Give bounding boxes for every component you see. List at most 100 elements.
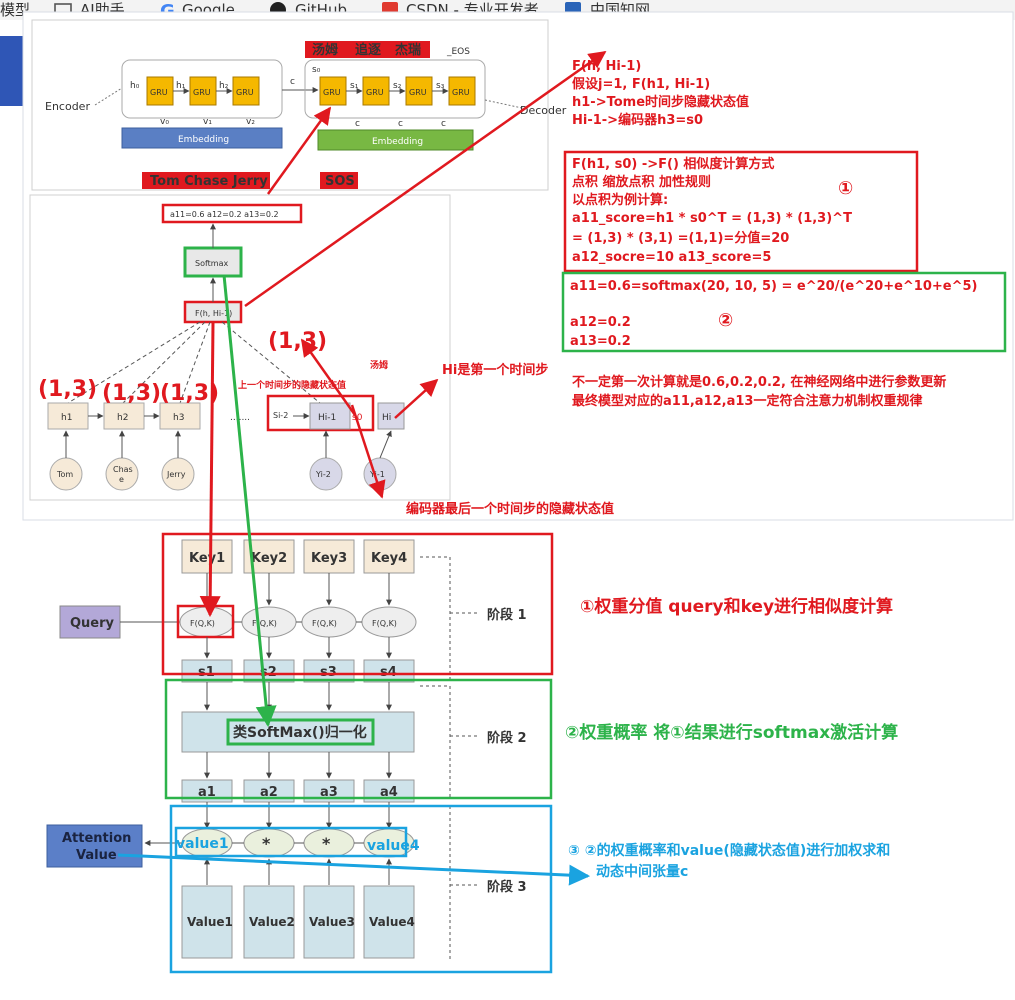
svg-text:①: ① xyxy=(838,178,853,199)
svg-text:_EOS: _EOS xyxy=(446,47,470,57)
svg-text:以点积为例计算:: 以点积为例计算: xyxy=(572,192,668,208)
svg-text:Chas: Chas xyxy=(113,465,133,474)
svg-text:= (1,3) * (3,1) =(1,1)=分值=20: = (1,3) * (3,1) =(1,1)=分值=20 xyxy=(572,230,789,246)
svg-text:a2: a2 xyxy=(260,785,278,800)
svg-text:Hi: Hi xyxy=(382,413,391,423)
decoder-label: Decoder xyxy=(520,104,567,117)
note-box-2 xyxy=(561,271,1007,353)
svg-text:Softmax: Softmax xyxy=(195,259,228,268)
svg-text:a3: a3 xyxy=(320,785,338,800)
svg-text:汤姆: 汤姆 xyxy=(312,42,338,58)
note-box-1 xyxy=(563,150,919,273)
svg-text:阶段 2: 阶段 2 xyxy=(487,730,527,746)
svg-text:GRU: GRU xyxy=(409,88,427,97)
weights-box xyxy=(161,203,303,224)
h3-node xyxy=(159,402,201,430)
svg-text:Embedding: Embedding xyxy=(372,137,423,147)
svg-text:Key4: Key4 xyxy=(371,551,407,566)
svg-text:Query: Query xyxy=(70,616,115,631)
svg-text:h1->Tome时间步隐藏状态值: h1->Tome时间步隐藏状态值 xyxy=(572,94,749,110)
svg-text:s₁: s₁ xyxy=(350,81,359,91)
notes: F(h, Hi-1) 假设j=1, F(h1, Hi-1) h1->Tome时间… xyxy=(406,59,1007,517)
svg-text:h1: h1 xyxy=(61,413,72,423)
stage3-desc-2: 动态中间张量c xyxy=(596,863,688,880)
svg-text:(1,3): (1,3) xyxy=(160,381,219,406)
svg-text:c: c xyxy=(441,119,446,129)
svg-text:追逐: 追逐 xyxy=(355,42,381,58)
stage2-frame xyxy=(164,678,553,800)
svg-text:GRU: GRU xyxy=(150,88,168,97)
svg-text:SOS: SOS xyxy=(325,174,355,189)
input-words-box xyxy=(142,172,270,189)
svg-text:v₀: v₀ xyxy=(160,117,169,127)
hi1-node xyxy=(309,402,351,430)
svg-text:a11=0.6=softmax(20, 10, 5) = e: a11=0.6=softmax(20, 10, 5) = e^20/(e^20+… xyxy=(570,279,977,294)
stage1-frame xyxy=(161,532,554,676)
output-words-box xyxy=(305,41,430,58)
svg-text:c: c xyxy=(355,119,360,129)
svg-text:Yi-1: Yi-1 xyxy=(369,470,385,479)
svg-text:s₃: s₃ xyxy=(436,81,445,91)
svg-text:F(Q,K): F(Q,K) xyxy=(372,619,397,628)
svg-text:Tom: Tom xyxy=(56,470,73,479)
svg-text:h₀: h₀ xyxy=(130,81,140,91)
h1-node xyxy=(47,402,89,430)
svg-text:h₁: h₁ xyxy=(176,81,186,91)
svg-text:value1: value1 xyxy=(176,836,229,852)
svg-text:.......: ....... xyxy=(230,413,250,423)
svg-text:Key1: Key1 xyxy=(189,551,225,566)
svg-text:编码器最后一个时间步的隐藏状态值: 编码器最后一个时间步的隐藏状态值 xyxy=(406,501,614,517)
svg-text:F(Q,K): F(Q,K) xyxy=(190,619,215,628)
svg-text:*: * xyxy=(262,834,271,853)
svg-text:Value1: Value1 xyxy=(187,915,233,929)
svg-text:s₀: s₀ xyxy=(312,65,321,75)
encoder-embedding xyxy=(121,127,283,149)
svg-text:value4: value4 xyxy=(367,838,420,854)
svg-text:Embedding: Embedding xyxy=(178,135,229,145)
svg-text:F(Q,K): F(Q,K) xyxy=(312,619,337,628)
svg-text:类SoftMax()归一化: 类SoftMax()归一化 xyxy=(233,724,367,741)
encoder-label: Encoder xyxy=(45,100,90,113)
svg-text:F(Q,K): F(Q,K) xyxy=(252,619,277,628)
stage2-desc: ②权重概率 将①结果进行softmax激活计算 xyxy=(565,722,898,743)
svg-text:假设j=1, F(h1, Hi-1): 假设j=1, F(h1, Hi-1) xyxy=(572,76,710,92)
svg-text:Value2: Value2 xyxy=(249,915,295,929)
softmax-node xyxy=(183,246,243,278)
svg-text:Hi-1: Hi-1 xyxy=(318,413,336,423)
svg-text:Key2: Key2 xyxy=(251,551,287,566)
gru-cell xyxy=(448,76,476,106)
svg-text:h3: h3 xyxy=(173,413,184,423)
svg-text:汤姆: 汤姆 xyxy=(370,359,388,371)
svg-text:s4: s4 xyxy=(380,665,397,680)
cross-arrows xyxy=(117,50,607,886)
svg-text:a1: a1 xyxy=(198,785,216,800)
svg-text:a4: a4 xyxy=(380,785,398,800)
page-edge-strip xyxy=(0,36,24,106)
svg-text:F(h, Hi-1): F(h, Hi-1) xyxy=(195,309,232,318)
weights-text: a11=0.6 a12=0.2 a13=0.2 xyxy=(170,210,279,219)
svg-text:Key3: Key3 xyxy=(311,551,347,566)
svg-text:最终模型对应的a11,a12,a13一定符合注意力机制权重规: 最终模型对应的a11,a12,a13一定符合注意力机制权重规律 xyxy=(572,393,922,409)
input-words: Tom Chase Jerry xyxy=(150,174,268,189)
sos-box xyxy=(320,172,358,189)
decoder-embedding xyxy=(317,129,474,151)
svg-text:杰瑞: 杰瑞 xyxy=(395,42,421,58)
svg-text:*: * xyxy=(322,834,331,853)
gru-cell xyxy=(362,76,390,106)
svg-text:c: c xyxy=(398,119,403,129)
svg-text:Value3: Value3 xyxy=(309,915,355,929)
hi1-highlight xyxy=(266,394,375,432)
svg-text:a11_score=h1 * s0^T = (1,3) *: a11_score=h1 * s0^T = (1,3) * (1,3)^T xyxy=(572,211,852,226)
svg-text:Value4: Value4 xyxy=(369,915,415,929)
gru-cell xyxy=(232,76,260,106)
svg-text:(1,3): (1,3) xyxy=(268,329,327,354)
svg-text:上一个时间步的隐藏状态值: 上一个时间步的隐藏状态值 xyxy=(238,379,346,391)
svg-text:(1,3): (1,3) xyxy=(102,381,161,406)
svg-text:a12=0.2: a12=0.2 xyxy=(570,315,631,330)
attention-detail-figure: a11=0.6 a12=0.2 a13=0.2 Softmax F(h, Hi-… xyxy=(29,194,451,501)
three-stage-figure: Key1 Key2 Key3 Key4 Query F(Q,K) F(Q,K) … xyxy=(46,532,898,974)
svg-text:阶段 1: 阶段 1 xyxy=(487,607,527,623)
seq2seq-figure: Encoder GRU GRU GRU h₀ h₁ h₂ v₀ v₁ v₂ Em… xyxy=(31,19,567,191)
svg-text:Yi-2: Yi-2 xyxy=(315,470,331,479)
